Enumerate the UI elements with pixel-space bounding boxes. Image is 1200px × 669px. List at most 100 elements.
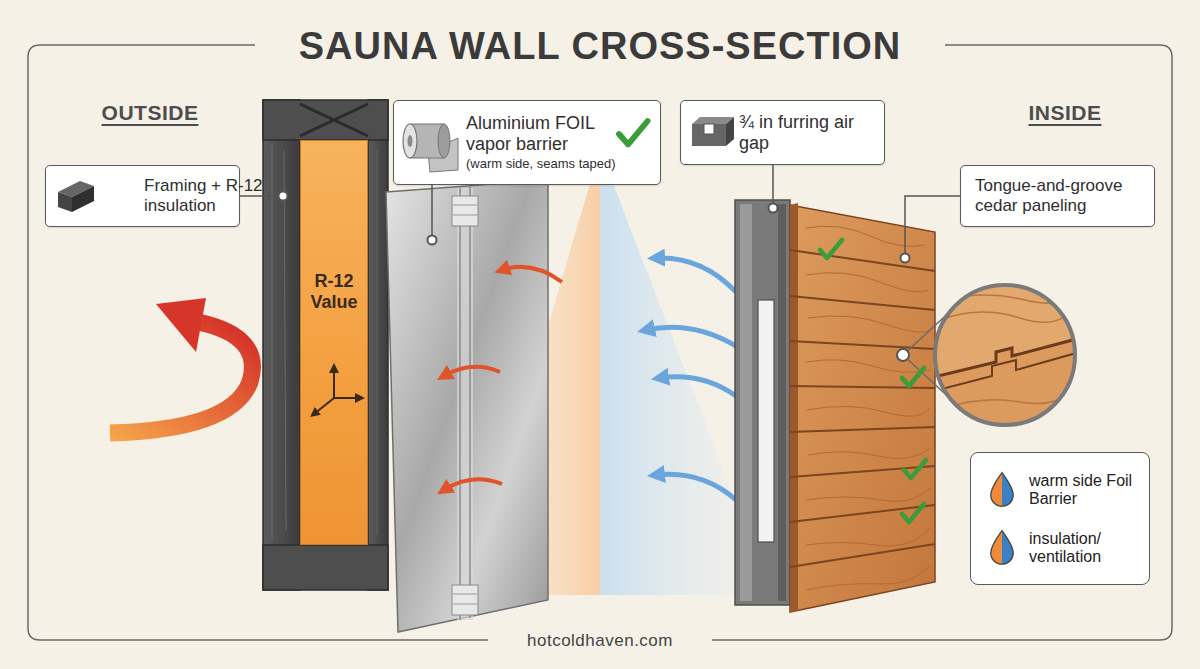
heat-reflect-arrow (444, 367, 500, 376)
cedar-paneling (806, 566, 930, 590)
airflow-arrow (646, 258, 736, 500)
side-label: OUTSIDE (85, 101, 215, 125)
wall-framing (263, 100, 388, 590)
heat-reflect-arrow (502, 267, 562, 282)
cedar-paneling (808, 316, 930, 332)
cedar-paneling (808, 448, 930, 459)
cedar-paneling (806, 488, 930, 502)
callout-box: Tongue-and-groove cedar paneling (960, 165, 1155, 227)
wall-framing (377, 150, 378, 535)
cedar-paneling (805, 226, 925, 246)
cedar-paneling (790, 296, 935, 310)
lumber-icon (58, 181, 94, 212)
legend-swatch (985, 526, 1019, 570)
foil-vapor-barrier (386, 180, 548, 632)
furring-strip (778, 204, 786, 601)
callout-box: Framing + R-12 insulation (45, 165, 240, 227)
foil-vapor-barrier (459, 188, 460, 620)
magnifier-detail (930, 280, 1080, 430)
lumber-icon (58, 181, 94, 197)
node-label: Aluminium FOIL vapor barrier (466, 113, 638, 154)
callout-box: ¾ in furring air gap (680, 100, 885, 165)
foil-roll-icon (403, 124, 458, 172)
furring-icon (704, 124, 714, 134)
wall-framing (284, 150, 286, 530)
furring-strip (735, 200, 790, 605)
legend-swatch (985, 468, 1019, 512)
furring-icon (692, 124, 726, 146)
cedar-paneling (806, 360, 930, 373)
foil-vapor-barrier (386, 180, 548, 632)
magnifier-detail (930, 352, 1080, 392)
leader-line (240, 165, 960, 258)
wall-framing (300, 104, 368, 136)
wall-framing (272, 145, 273, 540)
insulation-panel: R-12 Value (300, 140, 368, 545)
leader-dot (428, 236, 437, 245)
airflow-arrow (656, 258, 736, 292)
foil-vapor-barrier (453, 215, 477, 216)
diagram-title: SAUNA WALL CROSS-SECTION (0, 25, 1200, 68)
magnifier-detail (897, 349, 909, 361)
furring-strip (758, 300, 774, 542)
foil-vapor-barrier (457, 188, 473, 620)
outside-heat-arrow (156, 298, 206, 352)
foil-roll-icon (438, 124, 450, 158)
airflow-arrow (646, 327, 736, 346)
magnifier-detail (935, 285, 1075, 425)
callout-box: Aluminium FOIL vapor barrier(warm side, … (393, 100, 661, 185)
node-text-group: R-12 Value (301, 271, 367, 312)
node-label: R-12 Value (301, 271, 367, 312)
cedar-paneling (790, 466, 935, 477)
heat-reflect-arrow (444, 479, 502, 490)
heat-reflect-arrow (444, 267, 562, 490)
outside-heat-arrow (110, 298, 252, 433)
node-label: Tongue-and-groove cedar paneling (975, 176, 1151, 215)
cedar-paneling (790, 427, 935, 432)
check-mark (902, 368, 924, 386)
foil-roll-icon (410, 124, 444, 158)
magnifier-detail (897, 280, 1080, 430)
legend-drop (991, 473, 1014, 507)
leader-dot (279, 192, 288, 201)
legend-text: insulation/ ventilation (1029, 523, 1141, 573)
lumber-icon (72, 186, 94, 212)
lumber-icon (58, 192, 72, 212)
cedar-paneling (806, 528, 930, 546)
leader-line (772, 165, 774, 208)
check-mark (902, 504, 924, 522)
legend-drop (991, 531, 1014, 565)
legend-drop (991, 473, 1014, 507)
airflow-arrow (656, 474, 736, 500)
check-mark (619, 121, 926, 522)
leader-line (240, 195, 283, 197)
node-label: ¾ in furring air gap (739, 112, 861, 153)
foil-vapor-barrier (453, 205, 477, 206)
foil-roll-icon (428, 138, 458, 172)
leader-dot (901, 254, 910, 263)
leader-dot (279, 192, 910, 263)
side-label: INSIDE (1005, 101, 1125, 125)
axes-icon (334, 397, 360, 399)
legend-entry: insulation/ ventilation (971, 523, 1149, 573)
node-text-group: Aluminium FOIL vapor barrier(warm side, … (466, 101, 638, 184)
outside-heat-arrow (110, 322, 252, 433)
cedar-paneling (790, 386, 935, 388)
wall-framing (300, 104, 368, 136)
node-text-group: Framing + R-12 insulation (144, 166, 274, 226)
furring-icon (692, 117, 734, 124)
page-border (28, 45, 1172, 640)
axes-icon (314, 398, 334, 414)
wall-framing (263, 100, 388, 140)
cedar-paneling (806, 273, 928, 292)
foil-vapor-barrier (469, 187, 470, 618)
axes-icon (333, 368, 335, 398)
axes-icon (314, 368, 360, 414)
leader-line (905, 196, 960, 258)
furring-strip (740, 204, 752, 601)
node-label: Framing + R-12 insulation (144, 176, 274, 215)
cedar-paneling (790, 544, 935, 567)
cedar-paneling (790, 203, 935, 612)
foil-roll-icon (408, 135, 413, 147)
wall-framing (263, 100, 300, 590)
